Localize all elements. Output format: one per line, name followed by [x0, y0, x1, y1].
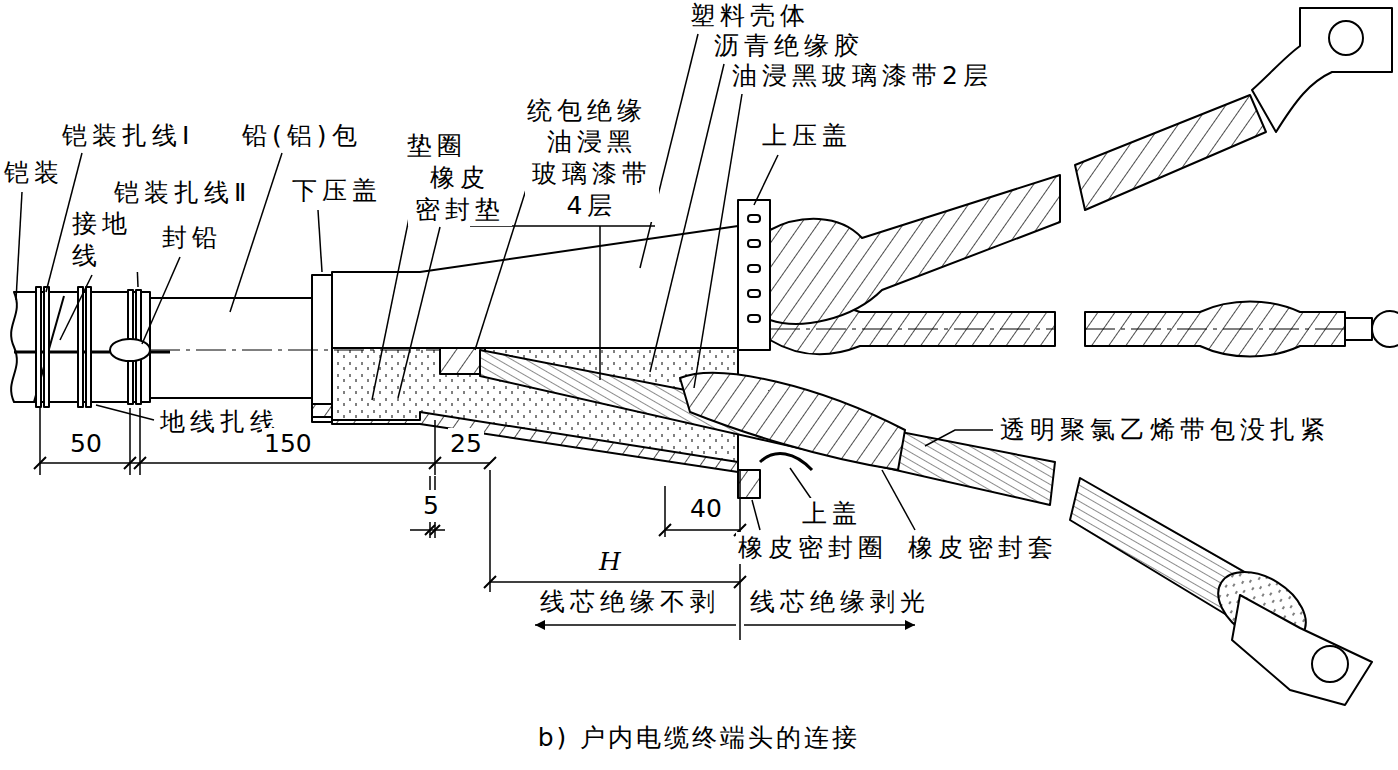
part-label: 铠装扎线Ⅱ [112, 177, 253, 209]
range-label: 线芯绝缘剥光 [748, 586, 932, 618]
leader-line [790, 468, 812, 500]
cable-lug [1345, 318, 1372, 340]
part-label: 上盖 [800, 498, 864, 530]
gland-slot [748, 265, 760, 272]
dimension-label: 25 [448, 428, 484, 460]
leader-line [318, 210, 322, 272]
cable-lug [1232, 595, 1372, 705]
dimension-label: 50 [68, 428, 104, 460]
range-arrow [535, 624, 736, 626]
core-conductor [480, 350, 1055, 505]
leader-line [694, 94, 742, 388]
part-label: 封铅 [160, 222, 224, 254]
figure-caption: b) 户内电缆终端头的连接 [0, 722, 1398, 754]
rubber-sleeve [680, 373, 905, 470]
armor-binding [36, 287, 41, 407]
leader-line [925, 430, 993, 446]
belt-insulation [440, 348, 485, 374]
leader-lines [16, 34, 993, 530]
rubber-ring [738, 470, 760, 498]
extension-line [40, 408, 490, 592]
leader-line [882, 470, 915, 530]
upper-gland [738, 200, 770, 350]
leader-line [470, 226, 655, 380]
lower-gland [312, 275, 332, 422]
part-label: 橡皮 密封垫 [408, 162, 512, 226]
lug-hole [1312, 646, 1348, 682]
leader-line [754, 155, 778, 205]
part-label: 铅(铝)包 [240, 120, 364, 152]
dimension-label: 40 [688, 493, 724, 525]
lug-hole [1329, 21, 1363, 55]
part-label: 橡皮密封套 [906, 532, 1060, 564]
dimension-line [490, 581, 740, 583]
armor-binding [78, 287, 83, 407]
part-label: 接地 线 [70, 208, 144, 272]
armor-binding [44, 287, 49, 407]
leader-line [650, 64, 724, 372]
leader-line [142, 257, 180, 344]
leader-line [60, 275, 92, 340]
part-label: 铠装 [2, 157, 66, 189]
part-label: 沥青绝缘胶 [712, 30, 866, 62]
part-label: 统包绝缘 [525, 95, 649, 127]
leader-line [398, 227, 440, 398]
range-arrow [744, 624, 915, 626]
cable-lug [1252, 8, 1392, 132]
dimension-tick [425, 525, 440, 535]
dimension-label: 5 [421, 490, 441, 522]
part-label: 透明聚氯乙烯带包没扎紧 [998, 414, 1332, 446]
gland-slot [748, 240, 760, 247]
dimension-tick [659, 524, 746, 536]
part-label: 塑料壳体 [688, 0, 812, 32]
part-label: 油浸黑玻璃漆带2层 [730, 60, 995, 92]
lug-hole [1372, 311, 1398, 347]
core-tape [770, 175, 1060, 324]
gland-slot [748, 315, 760, 322]
dimension-line [410, 476, 445, 538]
part-label: 橡皮密封圈 [736, 532, 890, 564]
dimension-label: 150 [262, 428, 314, 460]
plastic-shell [332, 226, 738, 348]
core-tape [1075, 95, 1266, 210]
part-label: 油浸黑 玻璃漆带 4层 [525, 126, 659, 222]
cable-body [11, 8, 1398, 705]
part-label: 铠装扎线Ⅰ [60, 120, 196, 152]
dimension-line [665, 486, 740, 537]
center-line [150, 329, 1345, 350]
part-label: 垫圈 [405, 130, 469, 162]
armor-binding [86, 287, 91, 407]
leader-line [96, 405, 154, 420]
leader-line [752, 500, 760, 530]
gland-slot [748, 215, 760, 222]
dimension-line [40, 462, 490, 464]
leader-line [16, 192, 22, 300]
part-label: 下压盖 [290, 175, 384, 207]
upper-cap [760, 454, 812, 470]
gland-slot [748, 290, 760, 297]
solder-seal [110, 339, 150, 361]
dimension-label: H [597, 546, 623, 578]
part-label: 上压盖 [760, 120, 854, 152]
range-label: 线芯绝缘不剥 [538, 586, 722, 618]
lead-sheath [150, 298, 312, 398]
